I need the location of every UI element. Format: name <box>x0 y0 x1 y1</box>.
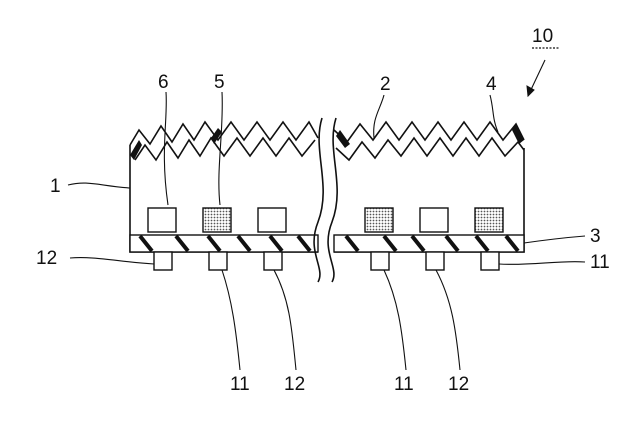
dot-right-2 <box>419 207 449 233</box>
leader-11-right <box>498 261 586 265</box>
coating-right-accent-1 <box>336 130 350 148</box>
leader-6 <box>163 91 169 206</box>
electrode-right-3 <box>480 251 500 271</box>
label-5: 5 <box>214 72 225 93</box>
electrode-left-2 <box>208 251 228 271</box>
dot-right-1 <box>364 207 394 233</box>
leader-2 <box>373 94 385 139</box>
electrode-left-1 <box>153 251 173 271</box>
dot-right-3 <box>474 207 504 233</box>
texture-right-inner <box>335 136 525 162</box>
reference-labels: 10 6 5 2 4 1 3 12 11 11 12 11 12 <box>36 26 610 395</box>
label-4: 4 <box>486 74 497 95</box>
left-section <box>129 120 319 271</box>
leader-12-a <box>273 269 297 371</box>
dot-5 <box>202 207 232 233</box>
label-11-a: 11 <box>230 374 250 395</box>
leader-11-b <box>383 269 407 371</box>
label-3: 3 <box>590 226 601 247</box>
label-12-left: 12 <box>36 248 57 269</box>
leader-5 <box>218 91 223 206</box>
label-12-a: 12 <box>284 374 305 395</box>
texture-left-inner <box>134 136 316 162</box>
film-right <box>333 234 525 253</box>
coating-left-accent-2 <box>211 128 222 144</box>
label-6: 6 <box>158 72 169 93</box>
film-left <box>129 234 319 253</box>
dot-left-3 <box>257 207 287 233</box>
electrode-right-1 <box>370 251 390 271</box>
label-11-right: 11 <box>590 252 610 273</box>
leader-12-b <box>435 269 461 371</box>
leader-10-arrowhead <box>526 85 535 98</box>
label-1: 1 <box>50 176 61 197</box>
texture-left-outer <box>129 120 319 146</box>
leader-11-a <box>221 269 241 371</box>
leader-12-left <box>69 257 155 265</box>
electrode-left-3 <box>263 251 283 271</box>
label-10: 10 <box>532 26 553 47</box>
label-11-b: 11 <box>394 374 414 395</box>
film-right-hatch <box>344 234 520 253</box>
label-2: 2 <box>380 74 391 95</box>
label-12-b: 12 <box>448 374 469 395</box>
dot-6 <box>147 207 177 233</box>
leader-1 <box>67 182 131 189</box>
right-section <box>333 120 525 271</box>
texture-right-outer <box>333 120 525 144</box>
electrode-right-2 <box>425 251 445 271</box>
leader-3 <box>523 235 586 244</box>
coating-left-accent-1 <box>130 140 142 160</box>
leader-lines <box>67 59 586 371</box>
leader-4 <box>489 94 499 133</box>
break-lines <box>313 117 338 283</box>
coating-right-accent-2 <box>512 124 524 144</box>
film-left-hatch <box>138 234 312 253</box>
